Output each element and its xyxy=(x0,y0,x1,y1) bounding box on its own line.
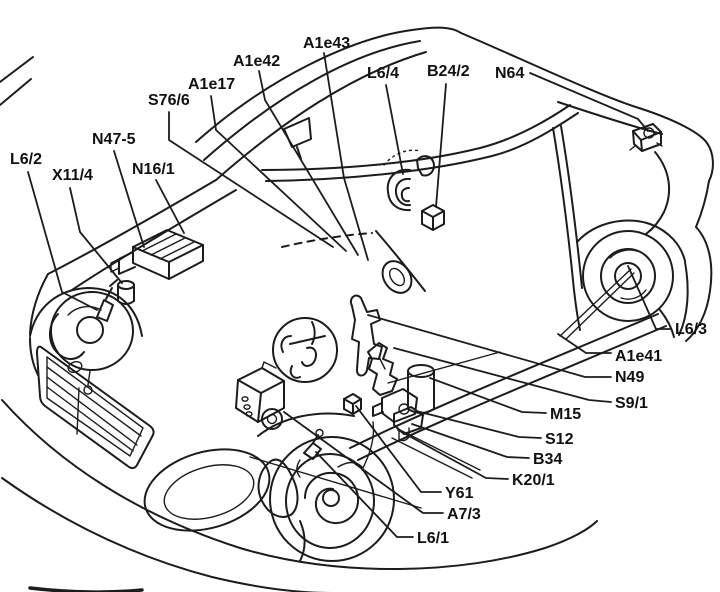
leader-a1e17 xyxy=(210,95,347,252)
leader-a7-3 xyxy=(283,411,444,514)
label-k20-1: K20/1 xyxy=(512,472,555,489)
leader-n64 xyxy=(529,72,649,132)
leader-s76-6 xyxy=(168,111,334,248)
label-s76-6: S76/6 xyxy=(148,92,190,109)
label-n64: N64 xyxy=(495,65,524,82)
leader-a1e41 xyxy=(557,333,612,354)
leader-b34 xyxy=(411,423,530,459)
label-a1e17: A1e17 xyxy=(188,76,235,93)
leader-s9-1 xyxy=(393,347,612,403)
steering-wheel xyxy=(272,317,338,383)
leader-x11-4 xyxy=(69,187,123,284)
label-l6-2: L6/2 xyxy=(10,151,42,168)
label-b24-2: B24/2 xyxy=(427,63,470,80)
front-left-wheel xyxy=(49,291,134,395)
component-n64-unit xyxy=(629,123,663,152)
label-a1e43: A1e43 xyxy=(303,35,350,52)
leader-n16-1 xyxy=(155,179,185,234)
leader-l6-1 xyxy=(315,451,414,538)
leader-a1e43 xyxy=(323,52,369,261)
headlamp xyxy=(143,448,271,532)
leader-n47-5 xyxy=(113,150,145,248)
component-y61-cube xyxy=(343,393,362,415)
label-y61: Y61 xyxy=(445,485,474,502)
label-n16-1: N16/1 xyxy=(132,161,175,178)
leader-y61 xyxy=(355,405,442,493)
component-l6-4-ring xyxy=(383,149,435,212)
chassis-lines xyxy=(249,351,501,509)
car-body xyxy=(0,26,714,461)
component-x11-4-connector xyxy=(117,280,135,305)
label-n47-5: N47-5 xyxy=(92,131,136,148)
door-handle xyxy=(381,260,413,294)
component-a7-3-abs-unit xyxy=(235,361,285,430)
front-right-wheel xyxy=(257,436,395,562)
label-s9-1: S9/1 xyxy=(615,395,648,412)
component-b24-2-cube xyxy=(421,204,445,231)
label-x11-4: X11/4 xyxy=(52,167,93,184)
leader-l6-2 xyxy=(27,171,98,311)
rear-wheel xyxy=(582,230,674,322)
label-a1e41: A1e41 xyxy=(615,348,662,365)
label-n49: N49 xyxy=(615,369,644,386)
leader-n49 xyxy=(367,314,612,378)
component-s9-1-bracket xyxy=(367,342,398,396)
leader-k20-1 xyxy=(397,429,509,480)
label-l6-1: L6/1 xyxy=(417,530,449,547)
component-m15-cylinder xyxy=(407,364,435,414)
label-a1e42: A1e42 xyxy=(233,53,280,70)
leader-l6-3 xyxy=(627,265,672,330)
leader-m15 xyxy=(429,377,547,414)
leader-s12 xyxy=(415,410,542,439)
label-a7-3: A7/3 xyxy=(447,506,481,523)
front-grille xyxy=(36,345,155,470)
leader-b24-2 xyxy=(435,83,447,208)
component-n16-1-module xyxy=(110,229,204,280)
label-l6-3: L6/3 xyxy=(675,321,707,338)
label-b34: B34 xyxy=(533,451,562,468)
steering-column xyxy=(350,294,383,377)
label-m15: M15 xyxy=(550,406,581,423)
component-l6-2-sensor xyxy=(96,279,118,322)
label-l6-4: L6/4 xyxy=(367,65,399,82)
leader-l6-4 xyxy=(385,84,404,175)
label-s12: S12 xyxy=(545,431,574,448)
leader-a1e42 xyxy=(258,70,359,256)
